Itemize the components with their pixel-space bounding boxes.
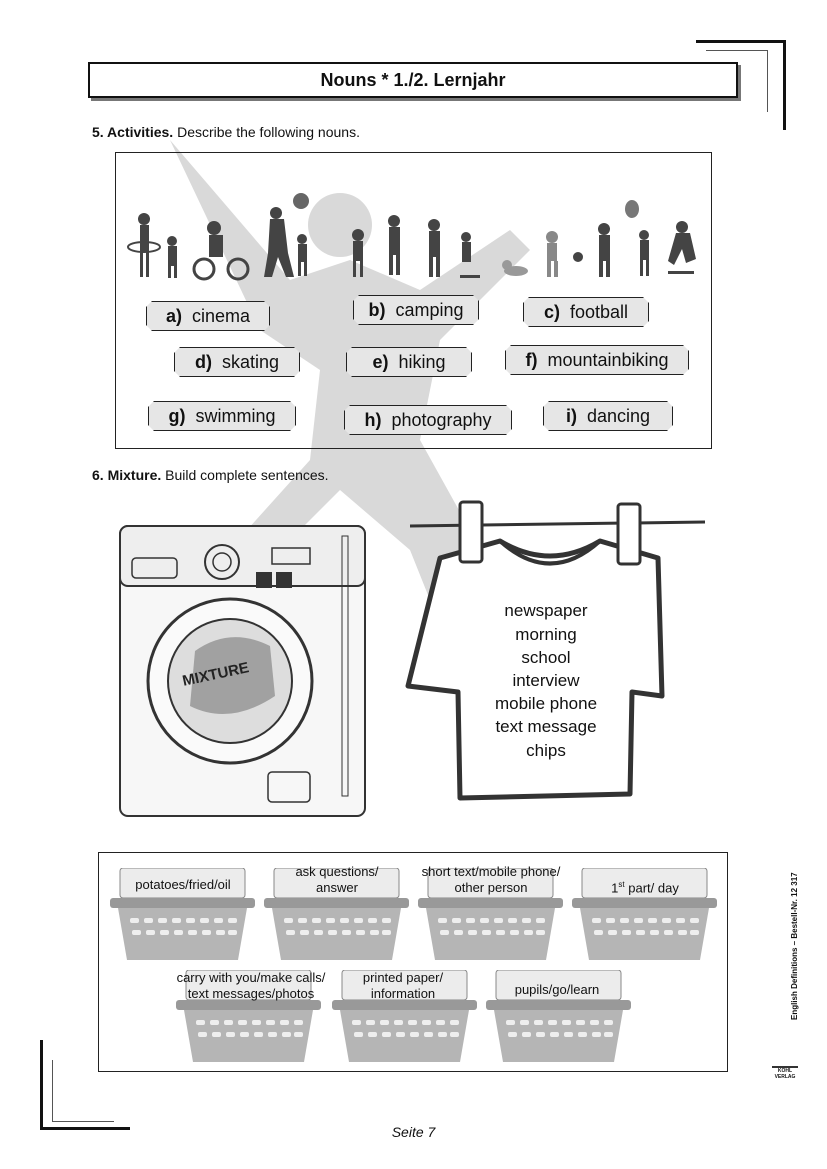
- activity-letter: e): [372, 351, 389, 372]
- corner-mark-top-right: [696, 40, 786, 130]
- basket-label-line2: text messages/photos: [187, 986, 315, 1001]
- activity-word: football: [569, 301, 629, 322]
- basket-label-line1: pupils/go/learn: [514, 982, 600, 997]
- basket-label-line1: carry with you/make calls/: [176, 970, 326, 985]
- page-number: Seite 7: [391, 1124, 436, 1140]
- basket-label-line2: other person: [454, 880, 528, 895]
- task-5-label: 5. Activities.: [92, 124, 174, 140]
- basket-label-line1: ask questions/: [295, 864, 379, 879]
- basket-label-line1: potatoes/fried/oil: [135, 877, 231, 892]
- children-silhouettes-illustration: [127, 193, 696, 281]
- corner-mark-bottom-left: [40, 1040, 130, 1130]
- shirt-word: chips: [526, 741, 566, 760]
- tshirt-on-clothesline-illustration: [405, 500, 706, 801]
- task-5-heading: 5. Activities. Describe the following no…: [92, 124, 360, 140]
- activity-tag-b: b) camping: [353, 295, 479, 325]
- corner-mark-bottom-left-inner: [52, 1060, 114, 1122]
- activity-letter: a): [165, 305, 182, 326]
- basket-label-line1: short text/mobile phone/: [421, 864, 561, 879]
- activity-letter: b): [368, 299, 386, 320]
- activity-letter: i): [565, 405, 577, 426]
- activity-tag-f: f) mountainbiking: [505, 345, 689, 375]
- task-6-label: 6. Mixture.: [92, 467, 162, 483]
- activities-box: a)cinema b)camping c)football d)skating …: [115, 152, 712, 449]
- task-6-heading: 6. Mixture. Build complete sentences.: [92, 467, 329, 483]
- basket-label: short text/mobile phone/other person: [406, 864, 576, 896]
- activity-tag-a: a) cinema: [146, 301, 270, 331]
- shirt-word: school: [521, 648, 571, 667]
- basket-label-line2: information: [370, 986, 436, 1001]
- activity-word: cinema: [191, 305, 251, 326]
- activity-letter: f): [525, 349, 538, 370]
- publisher-sidebar-text: English Definitions – Bestell-Nr. 12 317: [790, 872, 799, 1020]
- shirt-word: newspaper: [504, 601, 588, 620]
- task-6-instruction: Build complete sentences.: [161, 467, 329, 483]
- task-5-instruction: Describe the following nouns.: [173, 124, 360, 140]
- basket-label: printed paper/information: [318, 970, 488, 1002]
- activity-letter: g): [168, 405, 186, 426]
- activity-word: dancing: [586, 405, 651, 426]
- activity-tag-c: c) football: [523, 297, 649, 327]
- shirt-word: morning: [515, 625, 577, 644]
- basket-label: pupils/go/learn: [472, 982, 642, 998]
- basket-label: 1st part/ day: [560, 877, 730, 896]
- basket-label-line1: 1: [611, 880, 619, 896]
- basket-label-line1: printed paper/: [362, 970, 444, 985]
- shirt-word: interview: [512, 671, 580, 690]
- activity-tag-e: e) hiking: [346, 347, 472, 377]
- activity-word: skating: [221, 351, 280, 372]
- activity-tag-g: g) swimming: [148, 401, 296, 431]
- shirt-word: text message: [495, 717, 597, 736]
- shirt-word: mobile phone: [494, 694, 598, 713]
- activity-tag-d: d) skating: [174, 347, 300, 377]
- activity-word: swimming: [195, 405, 276, 426]
- activity-word: mountainbiking: [547, 349, 669, 370]
- publisher-logo: KOHL VERLAG: [772, 1066, 798, 1092]
- basket-label-superscript: st: [618, 880, 625, 889]
- activity-letter: h): [364, 409, 382, 430]
- page-title: Nouns * 1./2. Lernjahr: [88, 62, 738, 98]
- activity-word: photography: [391, 409, 492, 430]
- baskets-box: [98, 852, 728, 1072]
- activity-letter: d): [194, 351, 212, 372]
- basket-label: carry with you/make calls/text messages/…: [166, 970, 336, 1002]
- washing-machine-illustration: [119, 525, 366, 817]
- basket-label: ask questions/answer: [252, 864, 422, 896]
- corner-mark-top-right-inner: [706, 50, 768, 112]
- activity-word: hiking: [398, 351, 446, 372]
- activity-tag-i: i) dancing: [543, 401, 673, 431]
- activity-letter: c): [543, 301, 560, 322]
- basket-label-line2: part/ day: [624, 880, 679, 896]
- activity-word: camping: [395, 299, 464, 320]
- activity-tag-h: h) photography: [344, 405, 512, 435]
- basket-label-line2: answer: [316, 880, 358, 895]
- basket-label: potatoes/fried/oil: [98, 877, 268, 893]
